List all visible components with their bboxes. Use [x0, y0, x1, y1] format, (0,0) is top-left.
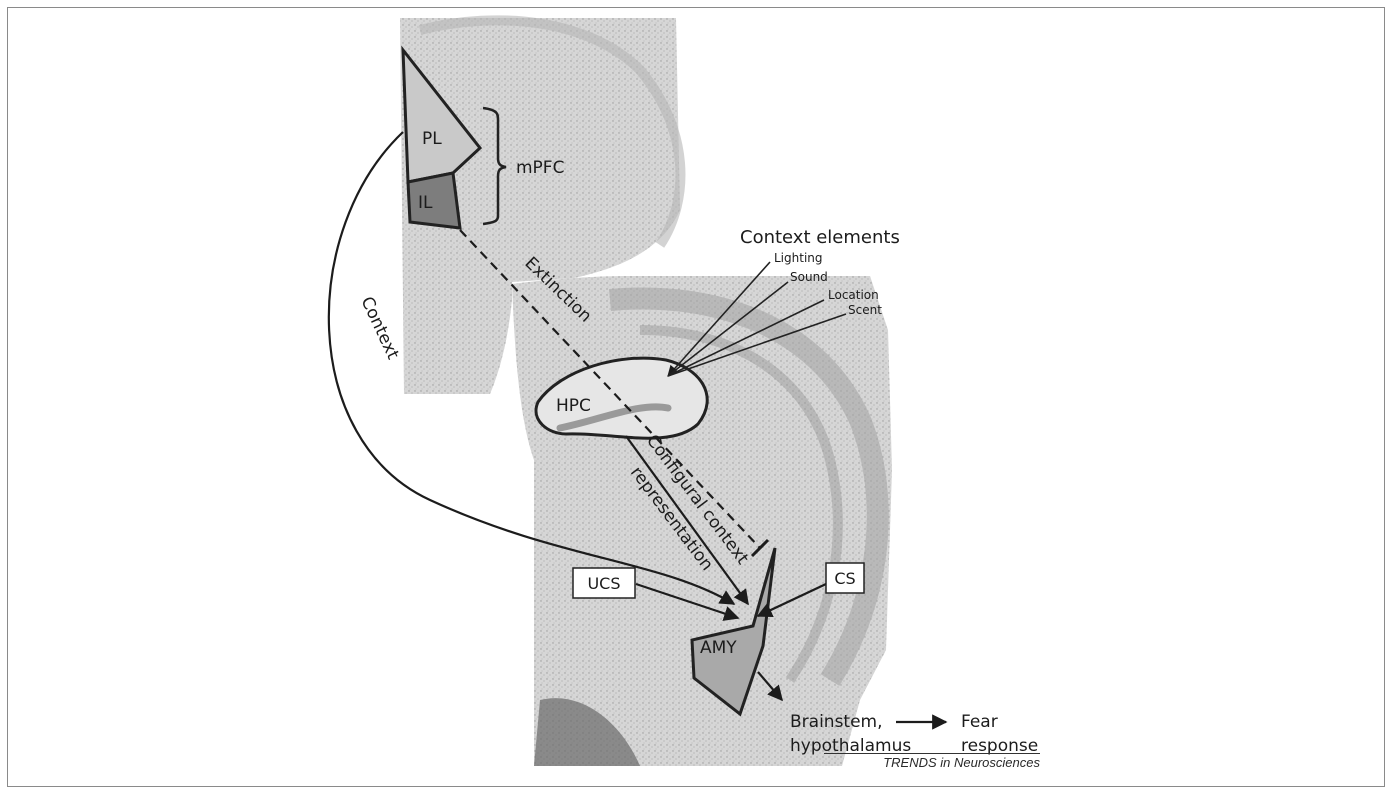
mpfc-label: mPFC — [516, 158, 564, 178]
il-region — [408, 173, 460, 228]
context-element-location: Location — [828, 288, 879, 302]
context-element-scent: Scent — [848, 303, 882, 317]
ucs-box: UCS — [573, 568, 635, 598]
context-element-sound: Sound — [790, 270, 828, 284]
journal-credit: TRENDS in Neurosciences — [824, 753, 1040, 770]
fear-label-line1: Fear — [961, 712, 998, 732]
ucs-label: UCS — [587, 574, 620, 593]
amy-label: AMY — [700, 638, 737, 658]
cs-label: CS — [834, 569, 855, 588]
pl-label: PL — [422, 129, 442, 149]
hpc-label: HPC — [556, 396, 591, 416]
context-pathway-label: Context — [356, 294, 402, 363]
il-label: IL — [418, 193, 433, 213]
brainstem-label-line1: Brainstem, — [790, 712, 883, 732]
context-elements-title: Context elements — [740, 227, 900, 248]
context-element-lighting: Lighting — [774, 251, 823, 265]
cs-box: CS — [826, 563, 864, 593]
